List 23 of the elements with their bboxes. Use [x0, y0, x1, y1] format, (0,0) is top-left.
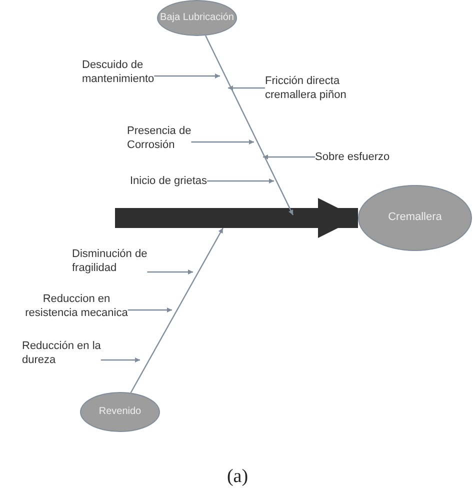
spine-arrow [115, 198, 358, 238]
arrow [207, 178, 274, 184]
effect-ellipse: Cremallera [358, 185, 472, 251]
cause-label: Reducción en la dureza [22, 339, 102, 367]
cause-label: Reduccion en resistencia mecanica [18, 292, 135, 320]
cause-label: Fricción directa cremallera piñon [265, 74, 370, 102]
cause-label: Presencia de Corrosión [127, 124, 209, 152]
arrow [128, 308, 172, 312]
arrow [147, 270, 193, 274]
cause-label: Sobre esfuerzo [315, 150, 415, 164]
category-ellipse: Revenido [80, 392, 160, 432]
arrow [205, 35, 294, 216]
arrow [100, 358, 140, 362]
cause-label: Disminución de fragilidad [72, 247, 172, 275]
arrow [263, 154, 315, 160]
arrow [191, 140, 254, 144]
arrow [228, 86, 265, 90]
cause-label: Inicio de grietas [130, 174, 228, 188]
arrow [154, 74, 220, 78]
category-ellipse: Baja Lubricación [157, 0, 237, 36]
figure-caption: (a) [226, 466, 250, 488]
cause-label: Descuido de mantenimiento [82, 58, 174, 86]
arrow [130, 228, 224, 394]
